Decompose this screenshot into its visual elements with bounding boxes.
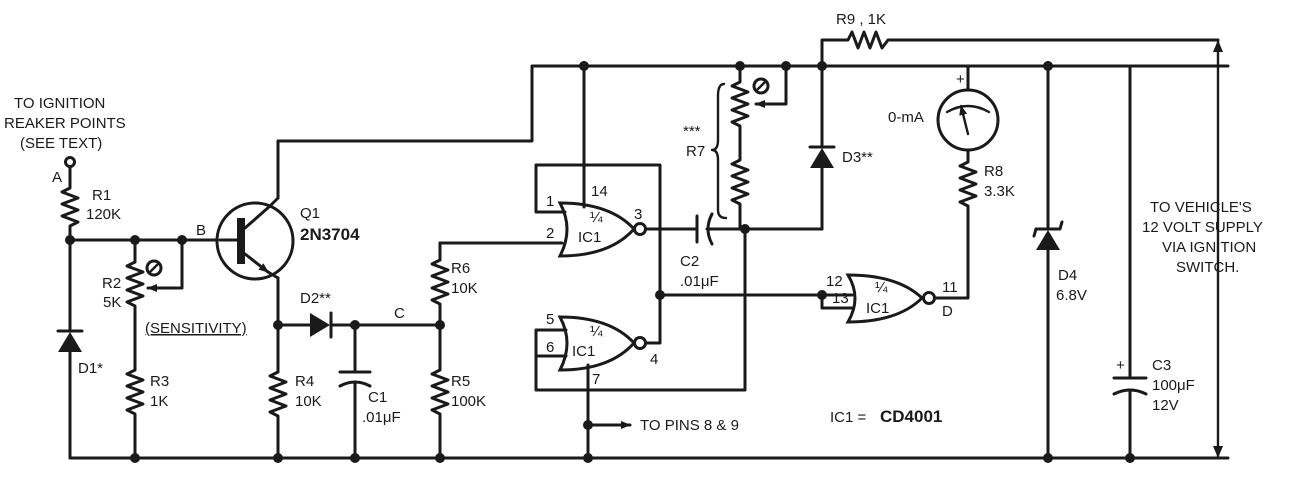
d4-value: 6.8V [1056,287,1087,304]
c3-label: C3 [1152,357,1171,374]
ignition-label-1: TO IGNITION [14,95,105,112]
nor-gate-3 [845,273,936,324]
pin11-label: 11 [942,279,958,296]
resistor-r3 [125,368,145,460]
capacitor-c3 [1112,64,1148,460]
capacitor-c1 [338,323,372,460]
c1-label: C1 [368,389,387,406]
ignition-label-3: (SEE TEXT) [20,135,102,152]
ic1-equals: IC1 = [830,409,867,426]
wire-gate2-input [534,227,747,392]
r1-value: 120K [86,206,121,223]
r2-value: 5K [103,294,121,311]
wire-q1-collector [276,64,1230,200]
pin13-label: 13 [832,290,849,307]
supply-arrow [1213,38,1223,460]
q1-label: Q1 [300,205,320,222]
meter-label: 0-mA [888,109,924,126]
input-terminal-a [64,156,76,187]
capacitor-c2 [695,212,824,246]
c1-value: .01μF [362,409,401,426]
pin12-label: 12 [826,273,843,290]
r5-label: R5 [451,373,470,390]
c2-value: .01μF [680,273,719,290]
node-d-label: D [942,303,953,320]
c3-plus: + [1116,357,1125,374]
meter-plus: + [956,71,965,88]
wire-gate2-out [644,293,824,345]
diode-d3 [808,64,836,231]
c2-label: C2 [680,253,699,270]
node-c-label: C [394,305,405,322]
r3-label: R3 [150,373,169,390]
zener-d4 [1032,64,1064,460]
resistor-r1 [60,183,80,242]
supply-label-3: VIA IGNITION [1162,239,1256,256]
resistor-r4 [268,370,288,460]
r3-value: 1K [150,393,168,410]
pin3-label: 3 [634,206,642,223]
nor-gate-2 [557,315,647,372]
ignition-label-2: REAKER POINTS [4,115,126,132]
r2-label: R2 [102,275,121,292]
supply-label-1: TO VEHICLE'S [1150,199,1252,216]
nor-gate-1 [557,201,647,258]
gate2-ic: IC1 [572,343,595,360]
pin6-label: 6 [546,339,554,356]
gate3-ic: IC1 [866,300,889,317]
gate1-ic: IC1 [578,229,601,246]
potentiometer-r7 [710,64,788,231]
pin5-label: 5 [546,311,554,328]
pin1-label: 1 [546,193,554,210]
potentiometer-r2 [125,238,184,372]
milliammeter [936,64,1000,152]
r9-label: R9 , 1K [836,11,886,28]
junction-dots [65,61,1135,463]
resistor-r9 [820,30,1220,68]
r5-value: 100K [451,393,486,410]
to-pins-label: TO PINS 8 & 9 [640,417,739,434]
supply-label-2: 12 VOLT SUPPLY [1142,219,1263,236]
d4-label: D4 [1058,267,1077,284]
gate2-fraction: ¼ [590,323,603,340]
pin7-label: 7 [592,371,600,388]
d3-label: D3** [842,149,873,166]
sensitivity-label: (SENSITIVITY) [145,320,247,337]
gate1-fraction: ¼ [590,209,603,226]
ic1-part: CD4001 [880,407,942,426]
r4-value: 10K [295,393,322,410]
c3-value: 100μF [1152,377,1195,394]
r4-label: R4 [295,373,314,390]
resistor-r6 [430,258,450,327]
r8-label: R8 [984,163,1003,180]
q1-part: 2N3704 [300,225,360,244]
node-b-label: B [196,222,206,239]
wire-gate1-feedback [534,163,662,297]
diode-d2 [310,311,333,339]
pin2-label: 2 [546,225,554,242]
wire-node-d [933,206,970,300]
gate3-fraction: ¼ [875,279,888,296]
transistor-q1 [215,196,295,281]
r6-value: 10K [451,280,478,297]
resistor-r5 [430,323,450,460]
r1-label: R1 [92,187,111,204]
r7-stars: *** [683,123,701,140]
r7-label: R7 [686,143,705,160]
diode-d1 [56,329,84,460]
supply-label-4: SWITCH. [1176,259,1239,276]
node-a-label: A [52,169,62,186]
r6-label: R6 [451,260,470,277]
pin14-label: 14 [591,183,608,200]
c3-voltage: 12V [1152,397,1179,414]
r8-value: 3.3K [984,183,1015,200]
pin4-label: 4 [650,351,658,368]
resistor-r8 [958,148,978,210]
d1-label: D1* [78,360,103,377]
d2-label: D2** [300,290,331,307]
